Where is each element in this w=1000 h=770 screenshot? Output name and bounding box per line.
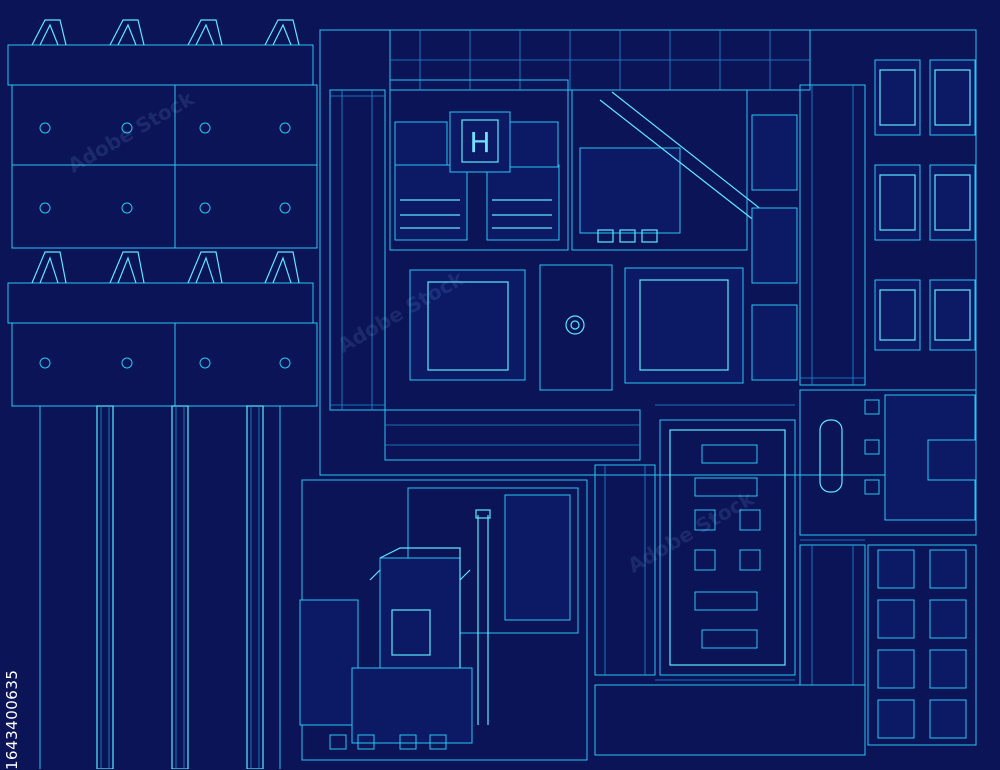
image-id-text: 1643400635 [3,669,21,770]
central-district: H [319,29,977,476]
left-warehouse-block [7,19,318,407]
parking-trucks-top [874,59,976,351]
helipad-letter: H [469,126,490,159]
crane-yard [299,479,588,761]
terminal-building [594,419,866,756]
decorative-hatching [330,95,865,681]
rail-tracks [39,405,281,769]
right-lower-block [799,389,977,536]
parking-trucks-bottom [867,544,977,746]
